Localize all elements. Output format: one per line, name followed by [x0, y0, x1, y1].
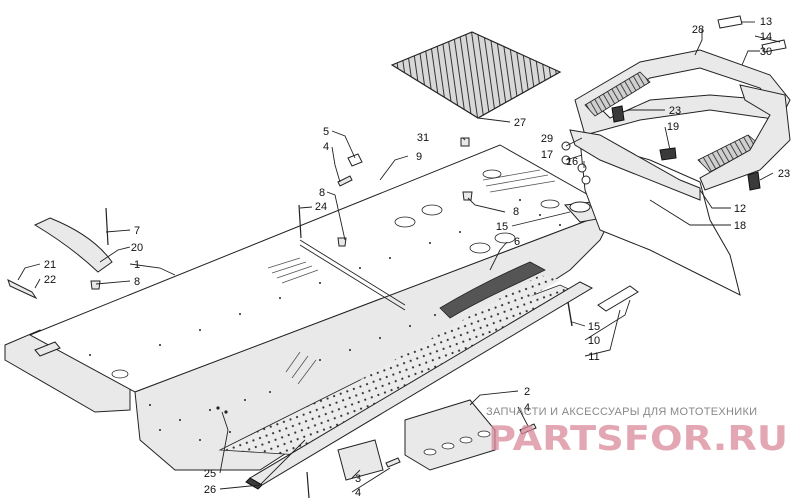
callout-22: 22 — [44, 274, 56, 286]
callout-31: 31 — [417, 132, 429, 144]
strap — [7, 279, 38, 300]
callout-21: 21 — [44, 259, 56, 271]
callout-25: 25 — [204, 468, 216, 480]
callout-1: 1 — [134, 259, 140, 271]
callout-8-top: 8 — [513, 206, 519, 218]
watermark-text: ЗАПЧАСТИ И АКСЕССУАРЫ ДЛЯ МОТОТЕХНИКИ — [486, 406, 757, 418]
callout-6: 6 — [514, 236, 520, 248]
callout-19: 19 — [667, 121, 679, 133]
rear-flap — [579, 139, 741, 296]
callout-14: 14 — [760, 31, 772, 43]
callout-30: 30 — [760, 46, 772, 58]
callout-11: 11 — [588, 351, 599, 363]
callout-26: 26 — [204, 484, 216, 496]
callout-8-left: 8 — [134, 276, 140, 288]
tunnel-assembly — [4, 144, 621, 490]
callout-13: 13 — [760, 16, 772, 28]
callout-9: 9 — [416, 151, 422, 163]
callout-28: 28 — [692, 24, 704, 36]
callout-17: 17 — [541, 149, 553, 161]
callout-24: 24 — [315, 201, 327, 213]
callout-5: 5 — [323, 126, 329, 138]
front-cover — [33, 217, 113, 273]
callout-15-bottom: 15 — [588, 321, 600, 333]
footrest-plate — [337, 439, 384, 481]
callout-4-right: 4 — [524, 402, 530, 414]
watermark-logo: PARTSFOR.RU — [488, 419, 788, 459]
callout-23-top: 23 — [669, 105, 681, 117]
callout-2: 2 — [524, 386, 530, 398]
callout-7: 7 — [134, 225, 140, 237]
callout-10: 10 — [588, 335, 600, 347]
tunnel-decal — [439, 261, 546, 319]
callout-18: 18 — [734, 220, 746, 232]
callout-12: 12 — [734, 203, 746, 215]
callout-8-mid: 8 — [319, 187, 325, 199]
callout-23-right: 23 — [778, 168, 790, 180]
callout-16: 16 — [566, 156, 578, 168]
callout-3: 3 — [355, 473, 361, 485]
rear-bumper — [574, 15, 791, 191]
flap-bracket — [569, 129, 701, 201]
callout-4-top: 4 — [323, 141, 329, 153]
callout-29: 29 — [541, 133, 553, 145]
callout-15-top: 15 — [496, 221, 508, 233]
callout-27: 27 — [514, 117, 526, 129]
callout-4-bottom: 4 — [355, 487, 361, 499]
grip-mat — [390, 31, 562, 119]
callout-20: 20 — [131, 242, 143, 254]
